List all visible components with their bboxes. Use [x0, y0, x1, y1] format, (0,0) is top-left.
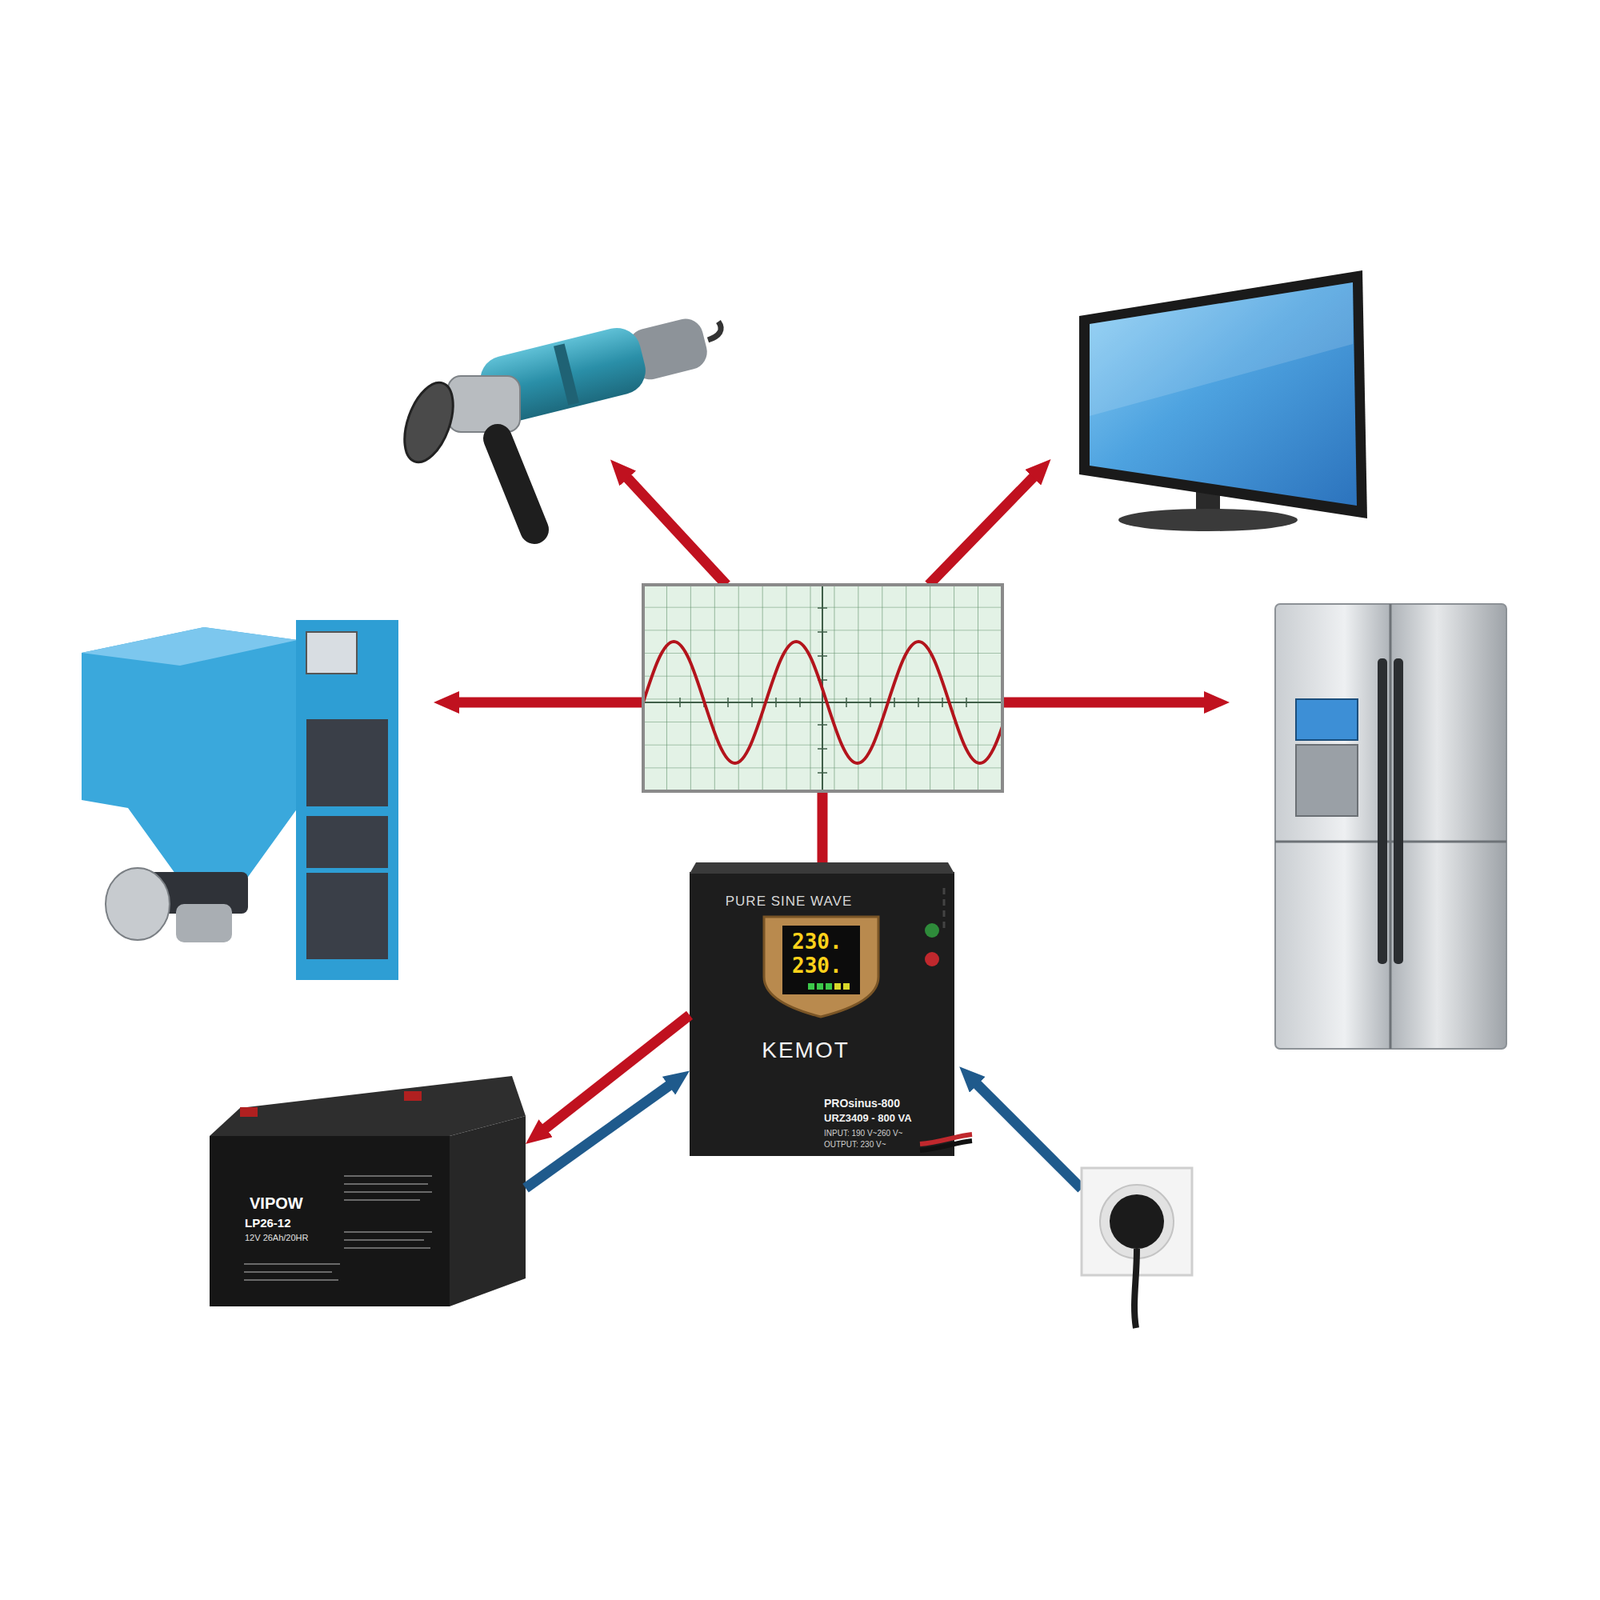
battery-level-bar [834, 983, 841, 990]
battery-terminal [240, 1107, 258, 1117]
mains-arrow [975, 1082, 1082, 1189]
output-rating: OUTPUT: 230 V~ [824, 1140, 887, 1149]
battery-level-bar [843, 983, 850, 990]
battery-housing [209, 1076, 526, 1307]
battery-fine-print [244, 1176, 432, 1280]
voltage-reading: 230. [792, 954, 843, 978]
fridge-body [1275, 604, 1507, 1049]
voltage-reading: 230. [792, 930, 843, 954]
boiler-door [306, 816, 388, 868]
inverter-top [689, 862, 955, 874]
battery-terminal [404, 1091, 422, 1101]
feeder-gear [176, 904, 232, 943]
power-arrow [1002, 697, 1208, 708]
inverter-housing [689, 862, 972, 1156]
brand-logo: KEMOT [761, 1038, 850, 1064]
power-flow-arrow [543, 1015, 690, 1131]
angle-grinder [395, 307, 721, 530]
boiler-door [306, 872, 388, 960]
lcd-screen [782, 925, 860, 995]
brand-logo: VIPOW [249, 1194, 304, 1212]
sine-wave [643, 641, 1003, 764]
grinder-disc [395, 376, 463, 469]
product-slogan: PURE SINE WAVE [725, 894, 853, 910]
lcd-display: 230.230. [760, 912, 883, 1020]
input-rating: INPUT: 190 V~260 V~ [824, 1128, 903, 1138]
fridge-handle [1377, 658, 1388, 964]
refrigerator [1275, 604, 1507, 1049]
wall-socket [1081, 1168, 1192, 1328]
fridge-door-gap [1275, 840, 1507, 844]
output-arrows [456, 475, 1208, 1189]
red-button [924, 952, 940, 967]
battery-level-bar [808, 983, 815, 990]
boiler-door [306, 719, 388, 807]
plug-cable [1134, 1248, 1137, 1328]
boiler-hopper [81, 627, 298, 888]
battery-model: LP26-12 [244, 1216, 292, 1231]
oscilloscope-screen [643, 584, 1011, 792]
screen-frame [643, 584, 1003, 792]
battery: VIPOW LP26-1212V 26Ah/20HR [209, 1074, 526, 1307]
battery-front [209, 1136, 450, 1307]
tv-base [1118, 508, 1298, 532]
model-code: URZ3409 - 800 VA [824, 1112, 912, 1124]
power-wire [817, 791, 828, 864]
inverter-front [689, 872, 955, 1156]
grinder-cable [708, 321, 721, 340]
battery-level-bar [816, 983, 824, 990]
water-dispenser [1296, 744, 1358, 816]
battery-top [209, 1076, 526, 1136]
inverter-unit: PURE SINE WAVE KEMOT PROsinus-800URZ3409 -… [689, 862, 955, 1156]
pellet-boiler [81, 620, 399, 980]
battery-level-bar [825, 983, 832, 990]
grinder-head [448, 376, 520, 432]
power-arrow [456, 697, 644, 708]
fridge-door-gap [1389, 604, 1392, 1049]
shield-frame [764, 916, 879, 1017]
battery-rating: 12V 26Ah/20HR [244, 1232, 309, 1243]
fridge-display [1296, 699, 1358, 740]
grinder-handle [497, 438, 535, 530]
power-arrow [625, 476, 727, 585]
control-panel [306, 632, 357, 674]
feeder-motor [105, 868, 170, 940]
green-button [924, 923, 940, 938]
model-name: PROsinus-800 [824, 1097, 900, 1110]
boiler-body [296, 620, 399, 980]
vent-slots [943, 888, 946, 928]
tv-screen [1089, 282, 1357, 506]
tv-frame [1079, 270, 1368, 519]
fridge-handle [1393, 658, 1404, 964]
socket-recess [1100, 1184, 1174, 1259]
television [1079, 270, 1368, 532]
plug [1109, 1194, 1164, 1249]
hopper-lid [81, 627, 298, 666]
power-arrow [928, 475, 1036, 585]
tv-reflection [1089, 282, 1353, 416]
battery-cable [920, 1140, 972, 1151]
power-flow-arrow [525, 1084, 672, 1188]
grinder-band [553, 343, 580, 405]
battery-side [449, 1116, 526, 1307]
